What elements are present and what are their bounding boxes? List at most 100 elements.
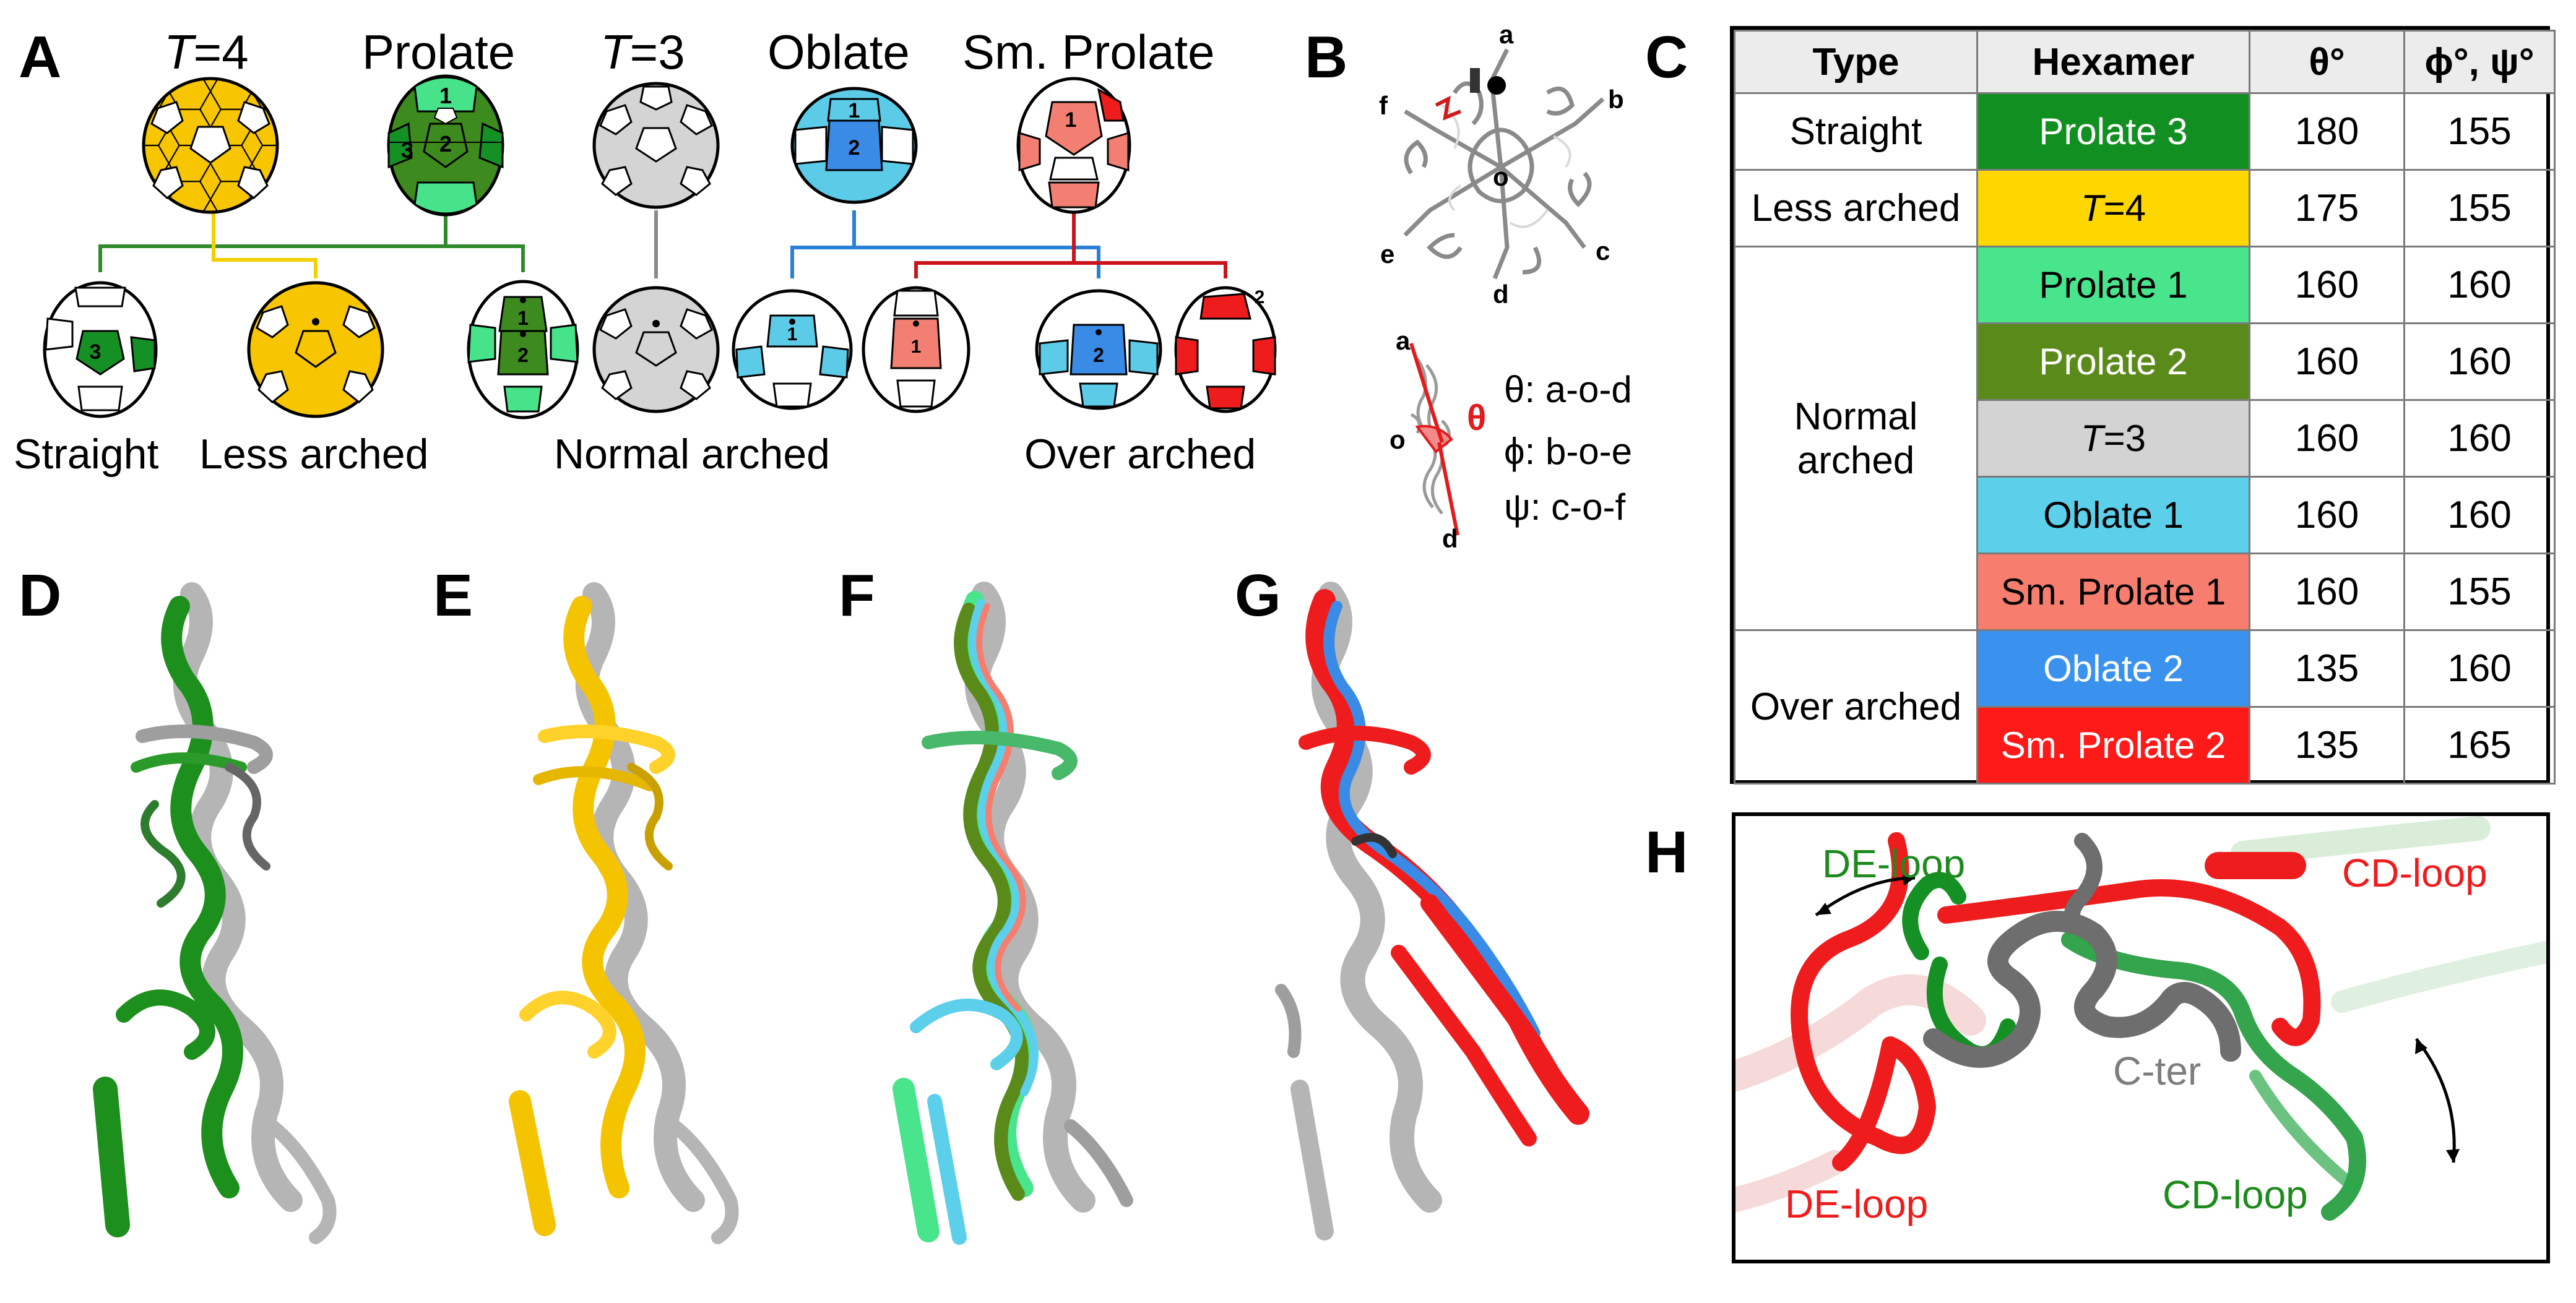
panel-label-e: E: [433, 562, 473, 629]
theta-prolate1: 160: [2249, 246, 2405, 324]
capsid-oblate2-bottom: 2: [1035, 289, 1162, 410]
structure-overlay-e: [509, 582, 739, 1244]
capsid-oblate1-bottom: 1: [732, 289, 853, 410]
theta-symbol: θ: [1467, 398, 1486, 438]
side-a: a: [1396, 326, 1411, 355]
vertex-d: d: [1493, 280, 1509, 309]
capsid-smp1-bottom: 1: [862, 286, 970, 413]
connector-red: [914, 261, 1227, 278]
header-hexamer: Hexamer: [1976, 30, 2250, 94]
label-cd-loop-red: CD-loop: [2342, 851, 2487, 895]
header-type: Type: [1734, 30, 1978, 94]
capsid-less-arched: [247, 281, 384, 418]
connector-yellow: [212, 203, 318, 278]
title-prolate: Prolate: [362, 25, 516, 79]
header-phipsi: ϕ°, ψ°: [2403, 30, 2556, 94]
vertex-e: e: [1380, 239, 1394, 269]
phipsi-oblate2: 160: [2403, 629, 2556, 708]
oblate-num-1: 1: [849, 99, 860, 123]
loop-detail: [1735, 816, 2546, 1221]
theta-t4: 175: [2249, 169, 2405, 247]
obb-num-2: 2: [1093, 344, 1104, 366]
structure-overlay-g: [1275, 582, 1589, 1241]
ob-num-1: 1: [787, 324, 798, 345]
pb-num-2: 2: [517, 344, 529, 366]
legend-phi: ϕ: b-o-e: [1504, 431, 1633, 472]
hexamer-t4: T=4: [1976, 169, 2250, 247]
hexamer-sm-prolate2: Sm. Prolate 2: [1976, 706, 2250, 785]
theta-oblate2: 135: [2249, 629, 2405, 708]
hexamer-prolate1: Prolate 1: [1976, 246, 2250, 324]
hexamer-t3: T=3: [1976, 399, 2250, 478]
label-c-ter: C-ter: [2113, 1049, 2202, 1093]
structure-overlay-d: [93, 582, 337, 1244]
label-normal-arched: Normal arched: [554, 431, 830, 478]
side-d: d: [1442, 524, 1458, 553]
oblate-num-2: 2: [849, 136, 860, 160]
theta-oblate1: 160: [2249, 476, 2405, 554]
theta-sm-prolate2: 135: [2249, 706, 2405, 785]
label-straight: Straight: [14, 431, 159, 478]
phipsi-prolate2: 160: [2403, 322, 2556, 401]
prolate-num-2: 2: [439, 131, 452, 157]
capsid-t3-bottom: [592, 286, 720, 413]
phipsi-t4: 155: [2403, 169, 2556, 247]
vertex-o: o: [1493, 162, 1509, 191]
vertex-f: f: [1379, 91, 1388, 120]
hexamer-prolate3: Prolate 3: [1976, 92, 2250, 171]
phipsi-prolate1: 160: [2403, 246, 2556, 324]
panel-label-h: H: [1645, 819, 1688, 885]
loop-detail-box: DE-loop CD-loop C-ter DE-loop CD-loop: [1732, 812, 2550, 1263]
capsid-prolate: 1 2 3: [387, 74, 504, 217]
legend-theta: θ: a-o-d: [1504, 369, 1632, 410]
vertex-b: b: [1608, 85, 1624, 114]
label-over-arched: Over arched: [1024, 431, 1256, 478]
side-o: o: [1390, 425, 1406, 454]
phipsi-prolate3: 155: [2403, 92, 2556, 171]
panel-label-c: C: [1645, 24, 1688, 90]
capsid-diagram: 1 2 3 1 2: [43, 74, 1277, 419]
legend-psi: ψ: c-o-f: [1504, 486, 1626, 528]
title-t3: T=3: [600, 25, 685, 79]
hexamer-oblate2: Oblate 2: [1976, 629, 2250, 708]
phipsi-oblate1: 160: [2403, 476, 2556, 554]
angles-table: Type Hexamer θ° ϕ°, ψ° Straight Prolate …: [1730, 26, 2556, 785]
panel-label-d: D: [19, 562, 62, 629]
hexamer-top-view: a b c d e f o: [1379, 20, 1624, 309]
panel-label-a: A: [19, 24, 62, 90]
smpb2-num-2: 2: [1255, 287, 1265, 307]
header-theta: θ°: [2249, 30, 2405, 94]
straight-num-3: 3: [90, 340, 102, 364]
capsid-prolate-bottom: 1 2: [467, 280, 579, 419]
vertex-a: a: [1499, 20, 1514, 49]
title-oblate: Oblate: [767, 25, 910, 79]
type-less-arched: Less arched: [1734, 169, 1978, 247]
theta-prolate2: 160: [2249, 322, 2405, 401]
type-over-arched: Over arched: [1734, 629, 1978, 785]
angles-table-grid: Type Hexamer θ° ϕ°, ψ° Straight Prolate …: [1734, 30, 2556, 785]
title-sm-prolate: Sm. Prolate: [962, 25, 1215, 79]
theta-sm-prolate1: 160: [2249, 553, 2405, 631]
structure-overlay-f: [893, 582, 1133, 1245]
theta-t3: 160: [2249, 399, 2405, 478]
smp-num-1: 1: [1065, 108, 1077, 132]
phipsi-t3: 160: [2403, 399, 2556, 478]
capsid-straight: 3: [43, 281, 158, 418]
type-straight: Straight: [1734, 92, 1978, 171]
capsid-smp2-bottom: 2: [1174, 286, 1277, 413]
theta-prolate3: 180: [2249, 92, 2405, 171]
hexamer-sm-prolate1: Sm. Prolate 1: [1976, 553, 2250, 631]
label-de-loop-red: DE-loop: [1785, 1182, 1929, 1226]
title-t4: T=4: [164, 25, 249, 79]
panel-label-f: F: [839, 562, 875, 629]
prolate-num-1: 1: [439, 83, 452, 108]
smpb-num-1: 1: [911, 337, 922, 357]
panel-label-b: B: [1305, 24, 1348, 90]
hexamer-oblate1: Oblate 1: [1976, 476, 2250, 554]
phipsi-sm-prolate1: 155: [2403, 553, 2556, 631]
connector-green: [98, 244, 525, 272]
capsid-oblate: 1 2: [790, 87, 918, 204]
hexamer-prolate2: Prolate 2: [1976, 322, 2250, 401]
panel-label-g: G: [1235, 562, 1281, 629]
